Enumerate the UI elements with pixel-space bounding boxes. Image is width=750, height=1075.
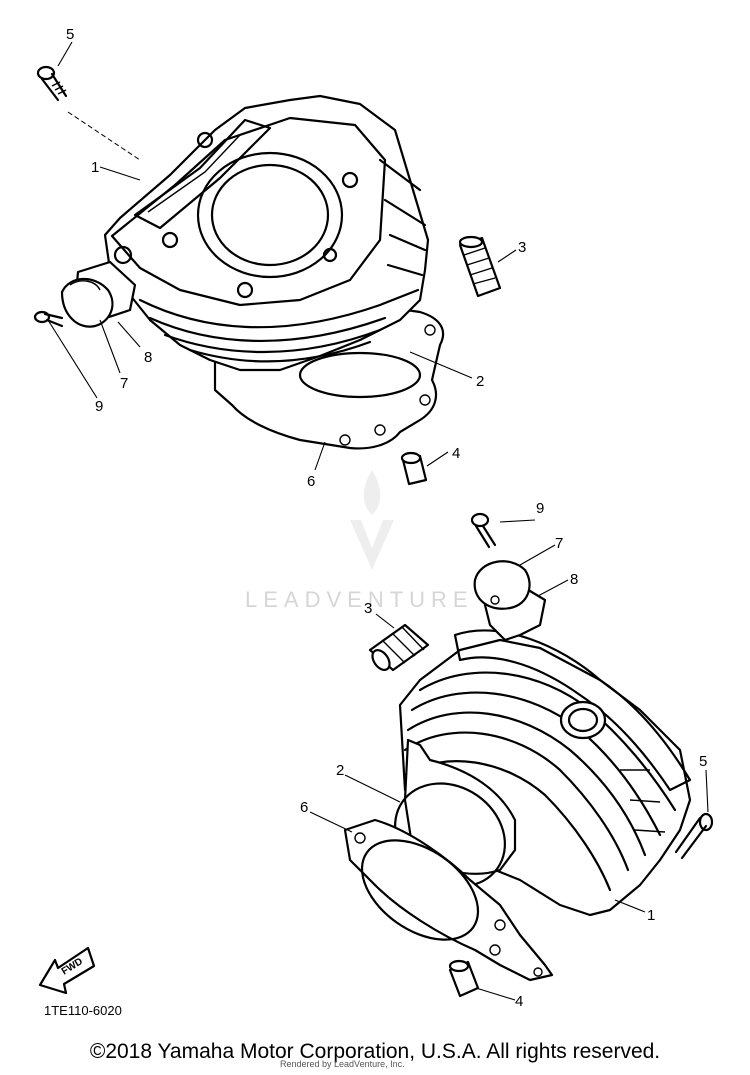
side-cover-bottom <box>473 560 547 642</box>
callout-5-top: 5 <box>66 26 74 43</box>
callout-4-bottom: 4 <box>515 993 523 1010</box>
callout-5-bottom: 5 <box>699 753 707 770</box>
callout-9-top: 9 <box>95 398 103 415</box>
dowel-pin-3-top <box>458 235 502 298</box>
cylinder-body-bottom <box>398 629 692 917</box>
callout-7-bottom: 7 <box>555 535 563 552</box>
side-cover-top <box>60 260 137 328</box>
cylinder-body-top <box>103 94 430 372</box>
bolt-9-bottom <box>470 512 497 549</box>
dowel-pin-4-top <box>400 451 428 486</box>
bolt-alignment-line <box>67 111 141 161</box>
bolt-5-top <box>36 65 68 102</box>
bolt-9-top <box>33 310 64 328</box>
watermark-text: LEADVENTURE <box>245 587 474 612</box>
o-ring-top <box>298 351 422 399</box>
callout-3-top: 3 <box>518 239 526 256</box>
cylinder-base-gasket-bottom <box>343 818 554 982</box>
copyright-notice: ©2018 Yamaha Motor Corporation, U.S.A. A… <box>89 1040 661 1063</box>
callout-9-bottom: 9 <box>536 500 544 517</box>
callout-4-top: 4 <box>452 445 460 462</box>
callout-1-bottom: 1 <box>647 907 655 924</box>
dowel-pin-4-bottom <box>448 959 480 998</box>
callout-1-top: 1 <box>91 159 99 176</box>
callout-6-top: 6 <box>307 473 315 490</box>
callout-8-bottom: 8 <box>570 571 578 588</box>
callout-3-bottom: 3 <box>364 600 372 617</box>
bolt-5-bottom <box>674 812 714 860</box>
callout-2-top: 2 <box>476 373 484 390</box>
rendered-by-credit: Rendered by LeadVenture, Inc. <box>280 1059 405 1069</box>
diagram-code: 1TE110-6020 <box>44 1003 122 1018</box>
callout-7-top: 7 <box>120 375 128 392</box>
leadventure-watermark-logo <box>350 470 394 570</box>
fwd-arrow-icon <box>38 946 96 995</box>
callout-8-top: 8 <box>144 349 152 366</box>
callout-2-bottom: 2 <box>336 762 344 779</box>
callout-6-bottom: 6 <box>300 799 308 816</box>
dowel-pin-3-bottom <box>368 623 430 672</box>
